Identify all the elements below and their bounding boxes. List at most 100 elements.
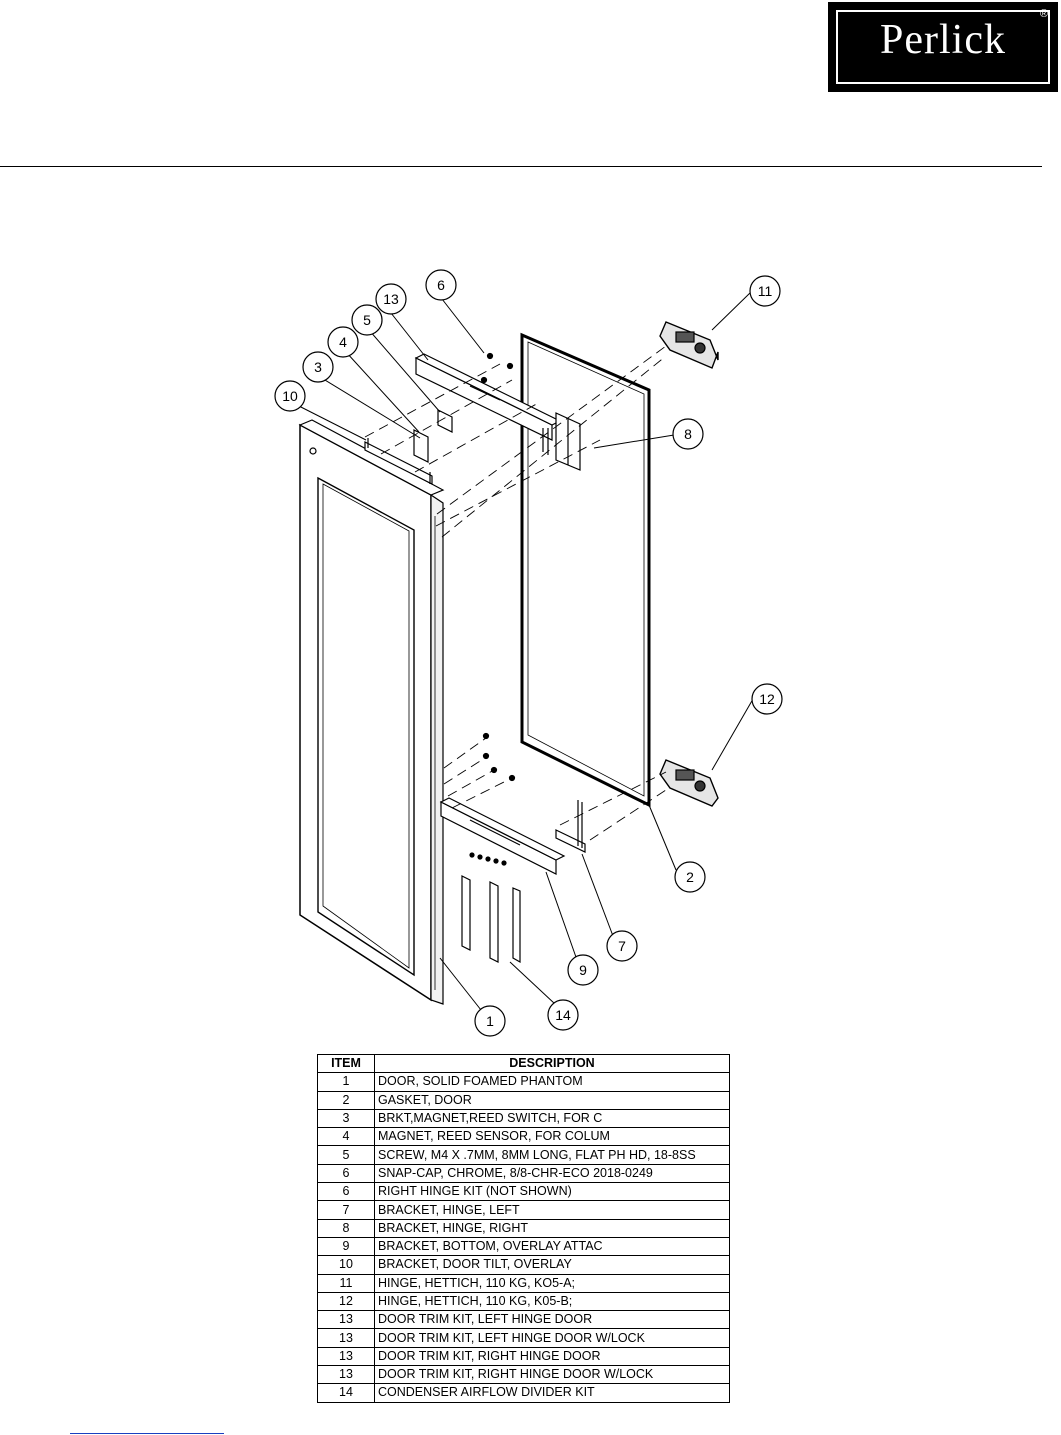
- item-description: DOOR TRIM KIT, LEFT HINGE DOOR: [374, 1310, 730, 1330]
- item-column-header: ITEM: [317, 1053, 375, 1074]
- item-description: HINGE, HETTICH, 110 KG, K05-B;: [374, 1291, 730, 1312]
- callout-1: 1: [474, 1005, 506, 1037]
- parts-table-header: ITEM DESCRIPTION: [317, 1053, 730, 1074]
- item-description: CONDENSER AIRFLOW DIVIDER KIT: [374, 1383, 730, 1403]
- item-number: 10: [317, 1255, 375, 1275]
- callout-7-label: 7: [618, 938, 626, 954]
- item-number: 9: [317, 1236, 375, 1257]
- callout-13-label: 13: [383, 291, 399, 307]
- perlick-logo: Perlick ®: [828, 2, 1058, 92]
- door-panel: [298, 419, 445, 1005]
- item-number: 13: [317, 1365, 375, 1385]
- item-description: SCREW, M4 X .7MM, 8MM LONG, FLAT PH HD, …: [374, 1145, 730, 1165]
- callout-12-label: 12: [759, 691, 775, 707]
- callout-7: 7: [606, 930, 638, 962]
- callout-4-label: 4: [339, 334, 347, 350]
- item-number: 13: [317, 1346, 375, 1367]
- top-trim-bracket: [414, 353, 562, 455]
- item-description: BRKT,MAGNET,REED SWITCH, FOR C: [374, 1108, 730, 1129]
- callout-1-label: 1: [486, 1013, 494, 1029]
- item-number: 8: [317, 1218, 375, 1238]
- item-number: 14: [317, 1383, 375, 1403]
- item-number: 11: [317, 1273, 375, 1293]
- item-description: RIGHT HINGE KIT (NOT SHOWN): [374, 1182, 730, 1202]
- item-description: HINGE, HETTICH, 110 KG, KO5-A;: [374, 1273, 730, 1293]
- header-rule: [0, 166, 1042, 167]
- item-number: 12: [317, 1291, 375, 1312]
- callout-11: 11: [749, 275, 781, 307]
- callout-13: 13: [375, 283, 407, 315]
- callout-6-label: 6: [437, 277, 445, 293]
- item-number: 4: [317, 1127, 375, 1147]
- item-number: 5: [317, 1145, 375, 1165]
- callout-9-label: 9: [579, 962, 587, 978]
- logo-text: Perlick: [880, 17, 1006, 63]
- leader-lines: [292, 291, 754, 1011]
- callout-11-label: 11: [758, 283, 773, 299]
- item-number: 3: [317, 1108, 375, 1129]
- bottom-bracket: [439, 797, 566, 875]
- callout-3: 3: [302, 351, 334, 383]
- item-number: 13: [317, 1328, 375, 1348]
- footer-link-underline: [70, 1433, 224, 1434]
- callout-3-label: 3: [314, 359, 322, 375]
- logo-frame: [836, 10, 1050, 84]
- item-description: DOOR, SOLID FOAMED PHANTOM: [374, 1072, 730, 1092]
- item-number: 7: [317, 1200, 375, 1220]
- callout-5-label: 5: [363, 312, 371, 328]
- callout-6: 6: [425, 269, 457, 301]
- callout-12: 12: [751, 683, 783, 715]
- item-description: BRACKET, HINGE, RIGHT: [374, 1218, 730, 1238]
- callout-5: 5: [351, 304, 383, 336]
- left-hinge-bracket: [555, 800, 586, 853]
- magnet-bracket: [413, 409, 453, 463]
- callout-8-label: 8: [684, 426, 692, 442]
- item-description: DOOR TRIM KIT, LEFT HINGE DOOR W/LOCK: [374, 1328, 730, 1348]
- callout-8: 8: [672, 418, 704, 450]
- item-number: 2: [317, 1090, 375, 1110]
- callout-4: 4: [327, 326, 359, 358]
- item-description: BRACKET, BOTTOM, OVERLAY ATTAC: [374, 1236, 730, 1257]
- item-description: MAGNET, REED SENSOR, FOR COLUM: [374, 1127, 730, 1147]
- callout-14-label: 14: [555, 1007, 571, 1023]
- item-description: DOOR TRIM KIT, RIGHT HINGE DOOR W/LOCK: [374, 1365, 730, 1385]
- description-column-header: DESCRIPTION: [374, 1053, 730, 1074]
- callout-10: 10: [274, 380, 306, 412]
- tilt-bracket: [364, 438, 433, 485]
- item-number: 6: [317, 1163, 375, 1184]
- item-description: BRACKET, DOOR TILT, OVERLAY: [374, 1255, 730, 1275]
- callout-14: 14: [547, 999, 579, 1031]
- item-number: 6: [317, 1182, 375, 1202]
- callout-2: 2: [674, 861, 706, 893]
- item-description: GASKET, DOOR: [374, 1090, 730, 1110]
- item-description: SNAP-CAP, CHROME, 8/8-CHR-ECO 2018-0249: [374, 1163, 730, 1184]
- screws: [469, 352, 516, 866]
- item-number: 1: [317, 1072, 375, 1092]
- exploded-view-drawing: 6 13 5 4 3 10 11 8 12 2 7 9: [274, 269, 783, 1037]
- airflow-divider-kit: [461, 875, 521, 964]
- item-number: 13: [317, 1310, 375, 1330]
- top-hinge: [659, 321, 719, 369]
- callout-10-label: 10: [282, 388, 298, 404]
- registered-mark: ®: [1039, 8, 1048, 20]
- callout-9: 9: [567, 954, 599, 986]
- bottom-hinge: [659, 759, 719, 807]
